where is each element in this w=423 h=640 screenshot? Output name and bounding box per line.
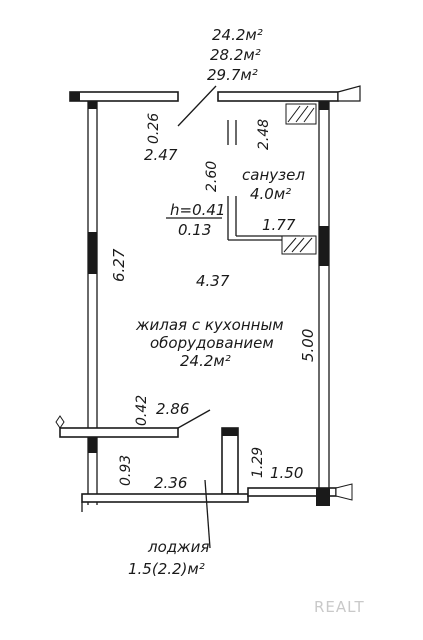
dim-0-26: 0.26 xyxy=(146,113,162,144)
dim-0-93: 0.93 xyxy=(118,455,134,486)
dim-1-29: 1.29 xyxy=(250,447,266,478)
leader-line-header xyxy=(177,85,217,127)
dim-2-48: 2.48 xyxy=(256,119,272,150)
loggia-right-break xyxy=(335,483,353,501)
bottom-wall-left xyxy=(59,427,179,438)
loggia-name: лоджия xyxy=(147,538,209,556)
top-wall-right xyxy=(217,91,339,102)
bottom-wall-left-break xyxy=(55,415,65,429)
watermark: REALT xyxy=(314,598,365,616)
dim-2-60: 2.60 xyxy=(204,161,220,192)
dim-4-37: 4.37 xyxy=(196,272,230,290)
dim-5-00: 5.00 xyxy=(299,329,317,362)
loggia-area: 1.5(2.2)м² xyxy=(128,560,205,578)
dim-1-50: 1.50 xyxy=(270,464,303,482)
living-room-name-2: оборудованием xyxy=(150,334,274,352)
right-wall-top-pier xyxy=(319,101,329,110)
dim-2-86: 2.86 xyxy=(156,400,189,418)
wall-corner-top-left xyxy=(70,92,80,101)
loggia-left-pier xyxy=(88,437,97,453)
top-wall-left xyxy=(69,91,179,102)
total-area-living: 24.2м² xyxy=(212,26,263,44)
loggia-right-pier xyxy=(316,488,330,506)
total-area-general: 28.2м² xyxy=(210,46,261,64)
loggia-right-column-cap xyxy=(222,428,238,436)
dim-2-47: 2.47 xyxy=(144,146,178,164)
level-value: 0.13 xyxy=(178,221,211,239)
leader-line-286 xyxy=(177,409,211,429)
loggia-right-column xyxy=(221,427,239,495)
total-area-with-loggia: 29.7м² xyxy=(207,66,258,84)
dim-6-27: 6.27 xyxy=(110,248,128,282)
vent-shaft-top xyxy=(285,103,317,125)
left-wall-pier xyxy=(88,232,97,274)
living-room-name-1: жилая с кухонным xyxy=(135,316,284,334)
top-wall-right-break xyxy=(337,85,361,102)
dim-0-42: 0.42 xyxy=(134,395,150,426)
level-height: h=0.41 xyxy=(170,201,225,219)
left-wall-top-pier xyxy=(88,101,97,109)
leader-line-loggia xyxy=(204,479,211,549)
vent-shaft-bottom xyxy=(281,235,317,255)
right-wall-pier xyxy=(319,226,329,266)
loggia-parapet-left xyxy=(81,493,249,503)
bathroom-name: санузел xyxy=(242,166,305,184)
dim-1-77: 1.77 xyxy=(262,216,296,234)
bathroom-area: 4.0м² xyxy=(250,185,291,203)
living-room-area: 24.2м² xyxy=(180,352,231,370)
dim-2-36: 2.36 xyxy=(154,474,187,492)
